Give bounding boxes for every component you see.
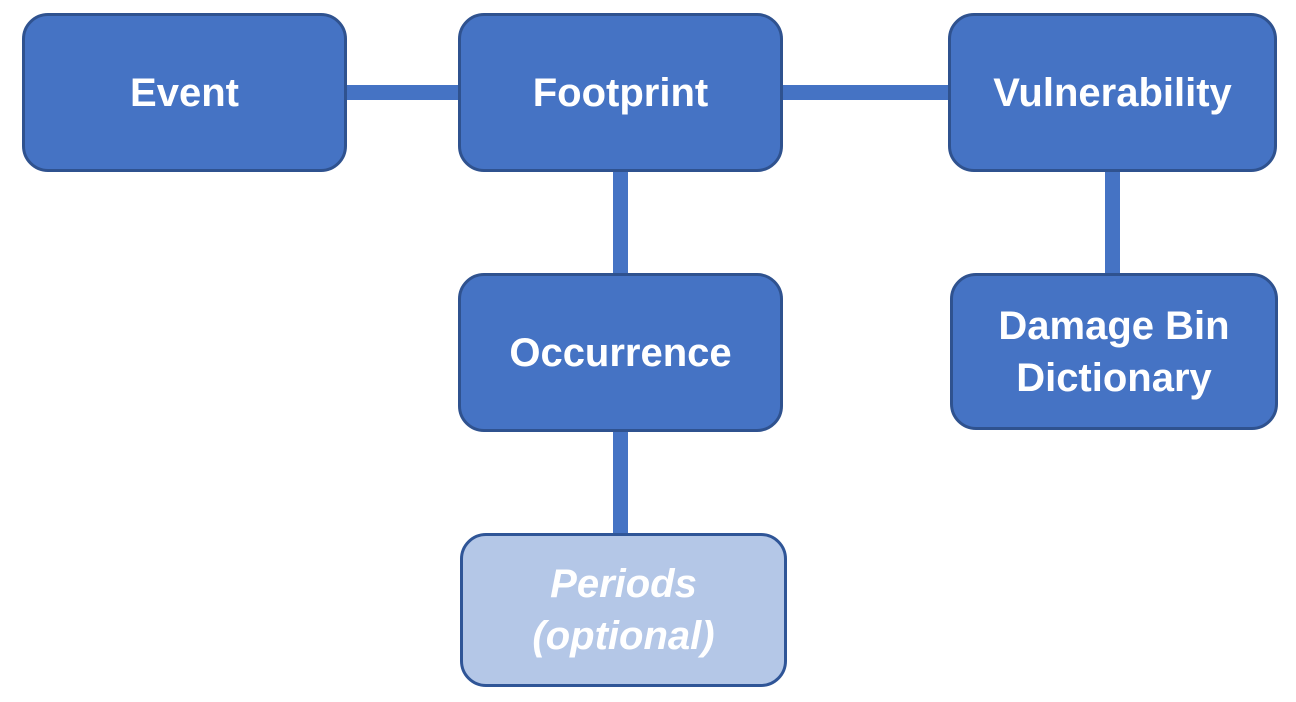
node-footprint: Footprint [458,13,783,172]
node-periods-optional-label: Periods (optional) [532,562,715,658]
node-occurrence-label: Occurrence [509,330,732,375]
node-event: Event [22,13,347,172]
node-vulnerability: Vulnerability [948,13,1277,172]
connector-event-footprint [340,85,465,100]
node-vulnerability-label: Vulnerability [993,70,1232,115]
node-damage-bin-dictionary: Damage Bin Dictionary [950,273,1278,430]
node-footprint-label: Footprint [532,70,709,115]
node-event-label: Event [130,70,239,115]
node-damage-bin-dictionary-label: Damage Bin Dictionary [998,303,1230,400]
connector-footprint-vulnerability [775,85,955,100]
node-periods-optional: Periods (optional) [460,533,787,687]
node-occurrence: Occurrence [458,273,783,432]
